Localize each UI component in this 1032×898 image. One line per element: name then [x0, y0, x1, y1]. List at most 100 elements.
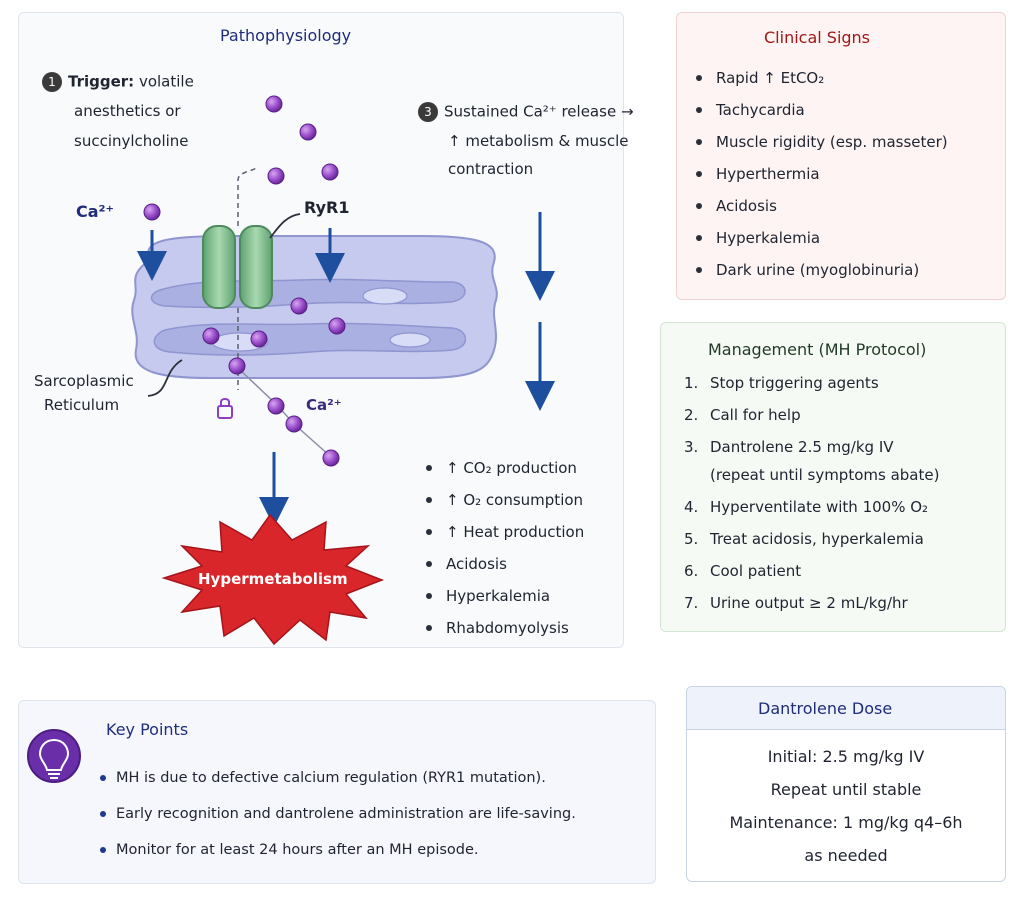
hypermetabolism-starburst-icon: [161, 513, 385, 646]
clinical-signs-panel: [676, 12, 1006, 300]
dose-line: Maintenance: 1 mg/kg q4–6h: [729, 813, 963, 832]
bullet-dot: [696, 139, 702, 145]
bullet-dot: [100, 811, 106, 817]
dantrolene-dose-lines: Initial: 2.5 mg/kg IV Repeat until stabl…: [686, 740, 1006, 872]
effect-item: ↑ Heat production: [426, 516, 584, 548]
calcium-ion: [285, 415, 303, 433]
key-point-item: Early recognition and dantrolene adminis…: [100, 796, 576, 832]
clinical-sign-item: Muscle rigidity (esp. masseter): [696, 126, 948, 158]
dose-line: Initial: 2.5 mg/kg IV: [767, 747, 925, 766]
management-step: 2.Call for help: [684, 406, 801, 424]
bullet-dot: [426, 497, 432, 503]
step3-line: Sustained Ca²⁺ release →: [444, 102, 634, 121]
step3-line: ↑ metabolism & muscle: [448, 132, 629, 150]
step1-line: succinylcholine: [74, 132, 189, 150]
bullet-dot: [696, 203, 702, 209]
calcium-ion: [322, 449, 340, 467]
step1-line: anesthetics or: [74, 102, 181, 120]
clinical-sign-item: Dark urine (myoglobinuria): [696, 254, 948, 286]
clinical-signs-title: Clinical Signs: [764, 28, 871, 47]
step3-line: contraction: [448, 160, 534, 178]
calcium-ion: [265, 95, 283, 113]
clinical-sign-item: Acidosis: [696, 190, 948, 222]
key-point-item: MH is due to defective calcium regulatio…: [100, 760, 576, 796]
sr-label-line: Sarcoplasmic: [34, 372, 134, 390]
calcium-label-left: Ca²⁺: [76, 202, 114, 221]
bullet-dot: [426, 593, 432, 599]
hypermetabolism-label: Hypermetabolism: [198, 570, 348, 588]
sr-pointer-line: [147, 359, 183, 397]
bullet-dot: [696, 267, 702, 273]
lightbulb-icon: [27, 729, 81, 783]
calcium-ion: [228, 357, 246, 375]
management-panel: [660, 322, 1006, 632]
ryr1-label: RyR1: [304, 198, 350, 217]
effect-item: ↑ O₂ consumption: [426, 484, 584, 516]
bullet-dot: [426, 529, 432, 535]
sarcoplasmic-reticulum-shape: [131, 235, 498, 379]
dose-header-bar: [687, 687, 1005, 730]
calcium-ion: [267, 167, 285, 185]
sr-label-line: Reticulum: [44, 396, 120, 414]
key-points-panel: [18, 700, 656, 884]
step1-header: 1 Trigger: volatile: [42, 72, 194, 92]
ryr1-pointer-line: [269, 213, 301, 239]
bullet-dot: [696, 107, 702, 113]
management-step: 3.Dantrolene 2.5 mg/kg IV: [684, 438, 894, 456]
step3-badge: 3: [418, 102, 438, 122]
clinical-sign-item: Tachycardia: [696, 94, 948, 126]
bullet-dot: [696, 235, 702, 241]
calcium-ion: [267, 397, 285, 415]
calcium-label-right: Ca²⁺: [306, 396, 342, 414]
calcium-ion: [290, 297, 308, 315]
step1-bold-label: Trigger:: [68, 72, 135, 91]
step1-line: volatile: [138, 72, 194, 91]
bullet-dot: [426, 465, 432, 471]
bullet-dot: [426, 561, 432, 567]
bullet-dot: [100, 847, 106, 853]
key-points-list: MH is due to defective calcium regulatio…: [100, 760, 576, 868]
clinical-signs-list: Rapid ↑ EtCO₂ Tachycardia Muscle rigidit…: [696, 62, 948, 286]
bullet-dot: [100, 775, 106, 781]
dose-line: Repeat until stable: [770, 780, 922, 799]
key-points-title: Key Points: [106, 720, 189, 739]
clinical-sign-item: Hyperkalemia: [696, 222, 948, 254]
calcium-ion: [143, 203, 161, 221]
calcium-ion: [202, 327, 220, 345]
management-title: Management (MH Protocol): [708, 340, 927, 359]
management-step: 6.Cool patient: [684, 562, 802, 580]
channel-dashed-line: [237, 167, 257, 226]
step1-badge: 1: [42, 72, 62, 92]
key-point-item: Monitor for at least 24 hours after an M…: [100, 832, 576, 868]
dantrolene-dose-panel: [686, 686, 1006, 882]
management-step: 1.Stop triggering agents: [684, 374, 879, 392]
bullet-dot: [696, 171, 702, 177]
effects-list: ↑ CO₂ production ↑ O₂ consumption ↑ Heat…: [426, 452, 584, 644]
effect-item: Hyperkalemia: [426, 580, 584, 612]
management-step-continued: (repeat until symptoms abate): [710, 466, 940, 484]
step3-header: 3 Sustained Ca²⁺ release →: [418, 102, 634, 122]
ryr1-channel-icon: [202, 225, 273, 309]
effect-item: Acidosis: [426, 548, 584, 580]
management-step: 5.Treat acidosis, hyperkalemia: [684, 530, 924, 548]
effect-item: Rhabdomyolysis: [426, 612, 584, 644]
dose-line: as needed: [804, 846, 888, 865]
bullet-dot: [426, 625, 432, 631]
calcium-ion: [328, 317, 346, 335]
clinical-sign-item: Rapid ↑ EtCO₂: [696, 62, 948, 94]
clinical-sign-item: Hyperthermia: [696, 158, 948, 190]
pathophysiology-title: Pathophysiology: [220, 26, 352, 45]
calcium-ion: [299, 123, 317, 141]
management-step: 7.Urine output ≥ 2 mL/kg/hr: [684, 594, 908, 612]
calcium-release-path: [237, 367, 331, 457]
calcium-ions: [143, 95, 346, 467]
calcium-ion: [250, 330, 268, 348]
flow-arrows: [137, 212, 555, 527]
dantrolene-dose-title: Dantrolene Dose: [758, 699, 893, 718]
management-step: 4.Hyperventilate with 100% O₂: [684, 498, 929, 516]
calcium-ion: [321, 163, 339, 181]
effect-item: ↑ CO₂ production: [426, 452, 584, 484]
small-marker-icon: [217, 398, 233, 419]
bullet-dot: [696, 75, 702, 81]
